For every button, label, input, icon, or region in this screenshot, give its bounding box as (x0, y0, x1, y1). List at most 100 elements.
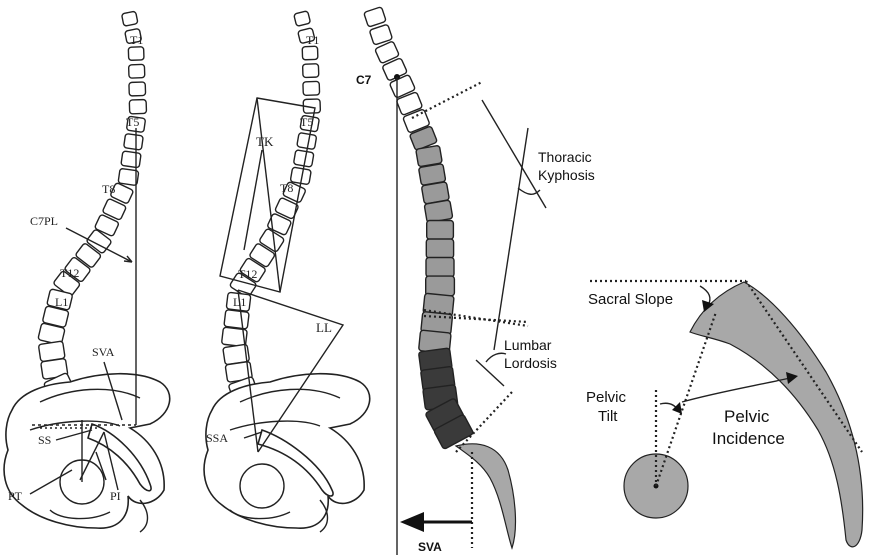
panel-b-label-t1: T1 (306, 33, 319, 47)
panel-b-ssa-leader (243, 431, 263, 439)
vertebra (239, 257, 266, 283)
panel-d-pelvic-incidence-arrowhead (786, 372, 798, 384)
panel-a-pi-perpendicular (103, 431, 119, 491)
vertebra (425, 275, 456, 297)
panel-a-pt-leader (29, 469, 73, 495)
panel-b-label-tk: TK (256, 134, 274, 149)
panel-c-label-lordosis: Lordosis (504, 355, 557, 371)
panel-b-label-ll: LL (316, 320, 332, 335)
vertebra (363, 6, 387, 28)
panel-c-label-c7: C7 (356, 73, 372, 87)
panel-b-sacrum (257, 428, 334, 497)
panel-d-label-pelvic-tilt-1: Pelvic (586, 389, 627, 406)
vertebra (124, 28, 142, 44)
panel-d-label-sacral-slope: Sacral Slope (588, 291, 673, 308)
panel-b-spine-diagram: T1 T5 TK T8 T12 L1 LL SSA (203, 10, 371, 533)
panel-c-tk-perpendicular-1 (481, 99, 547, 209)
panel-b-label-t8: T8 (280, 181, 293, 195)
panel-a-vertebral-column (37, 10, 148, 416)
vertebra (415, 145, 443, 168)
panel-d-pelvic-parameters: Sacral Slope Pelvic Tilt Pelvic Incidenc… (586, 279, 864, 548)
panel-c-tk-angle-arc (517, 187, 541, 195)
panel-a-label-l1: L1 (55, 295, 68, 309)
panel-a-sacrum (87, 422, 152, 492)
panel-c-ll-perpendicular-1 (475, 359, 505, 387)
vertebra (396, 91, 423, 116)
vertebra (120, 150, 142, 169)
vertebra (86, 229, 112, 254)
vertebra (128, 81, 147, 97)
panel-c-label-thoracic: Thoracic (538, 149, 592, 165)
panel-a-label-c7pl: C7PL (30, 214, 58, 228)
panel-d-label-pelvic-incidence-1: Pelvic (724, 407, 770, 426)
panel-d-label-pelvic-tilt-2: Tilt (598, 408, 618, 425)
panel-b-tk-diagonal (256, 97, 281, 293)
panel-b-label-t5: T5 (300, 115, 313, 129)
vertebra (249, 243, 276, 268)
vertebra (259, 228, 285, 253)
vertebra (301, 63, 320, 79)
panel-a-sva-leader (103, 361, 123, 421)
vertebra (302, 80, 321, 96)
vertebra (369, 24, 393, 46)
panel-b-lumbar-lordosis-lines (237, 289, 345, 453)
panel-d-pelvic-tilt-arrowhead (672, 402, 682, 414)
panel-b-label-ssa: SSA (206, 431, 228, 445)
panel-a-label-pt: PT (8, 489, 23, 503)
panel-c-l-lower-endplate-line (455, 391, 513, 453)
panel-b-ll-base (237, 289, 259, 453)
vertebra (426, 219, 455, 240)
vertebra (53, 270, 81, 297)
panel-a-pelvis-outline (3, 372, 171, 529)
panel-c-sacrum (454, 443, 517, 550)
vertebra (223, 309, 250, 330)
panel-a-c7pl-leader (65, 227, 133, 263)
vertebra (75, 243, 102, 268)
panel-c-tk-perpendicular-2 (493, 127, 529, 351)
panel-c-t-upper-endplate-line (411, 81, 483, 119)
vertebra (293, 10, 311, 27)
panel-b-femoral-head (239, 463, 285, 509)
panel-c-vertebral-column (363, 6, 474, 450)
vertebra (127, 63, 146, 79)
vertebra (402, 109, 430, 133)
panel-a-pi-line (79, 431, 105, 481)
vertebra (127, 46, 145, 61)
vertebra (289, 166, 312, 185)
panel-a-label-sva: SVA (92, 345, 115, 359)
panel-c-label-sva: SVA (418, 540, 442, 554)
panel-d-sacral-slope-arrowhead (702, 300, 714, 312)
vertebra (374, 41, 400, 64)
vertebra (293, 149, 315, 168)
panel-d-hip-to-sacrum-line (654, 311, 718, 487)
vertebra (296, 132, 318, 150)
panel-c-label-lumbar: Lumbar (504, 337, 552, 353)
vertebra (267, 213, 292, 236)
panel-a-label-t8: T8 (102, 182, 115, 196)
panel-a-label-ss: SS (38, 433, 51, 447)
panel-a-label-t1: T1 (130, 33, 143, 47)
panel-a-label-t5: T5 (126, 115, 139, 129)
panel-b-ischium (229, 499, 329, 533)
vertebra (102, 198, 127, 221)
panel-a-ischium (49, 499, 149, 533)
vertebra (117, 168, 140, 186)
panel-a-pi-leader (95, 451, 107, 481)
vertebra (46, 288, 73, 311)
panel-d-label-pelvic-incidence-2: Incidence (712, 429, 785, 448)
panel-b-label-t12: T12 (238, 267, 257, 281)
vertebra (110, 182, 134, 204)
panel-c-sva-arrowhead (400, 512, 424, 532)
panel-c-ll-angle-arc (485, 352, 507, 363)
panel-d-pelvic-incidence-arc (681, 377, 791, 403)
panel-b-label-l1: L1 (233, 295, 246, 309)
vertebra (64, 256, 91, 283)
vertebra (425, 256, 455, 278)
vertebra (42, 305, 70, 328)
vertebra (128, 98, 148, 115)
panel-a-label-t12: T12 (60, 266, 79, 280)
panel-a-ilium-crest (29, 388, 141, 431)
vertebra (123, 133, 144, 151)
vertebra (94, 214, 120, 237)
